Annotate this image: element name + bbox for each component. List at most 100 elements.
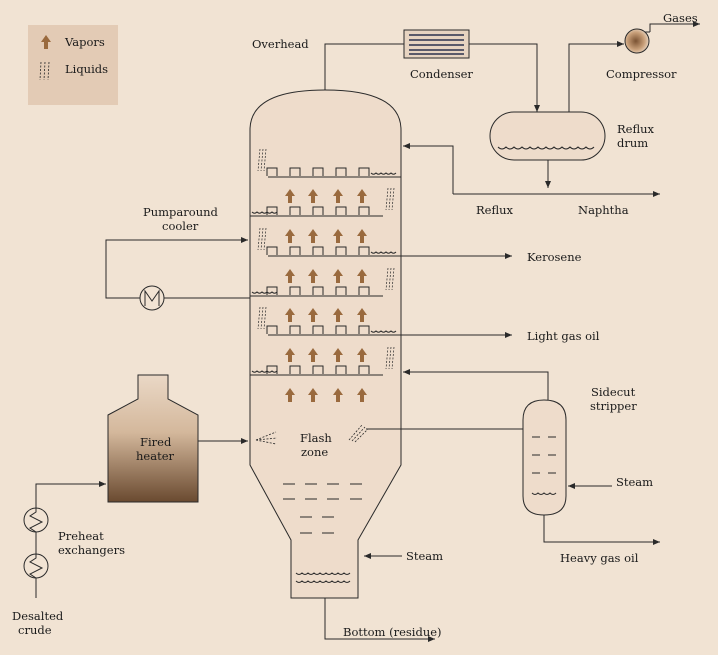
liquid-drip <box>260 148 264 172</box>
stripper-internals <box>531 436 557 495</box>
bubble-cap <box>266 246 278 255</box>
liquid-drip <box>385 187 389 211</box>
reflux-label: Reflux <box>476 203 514 217</box>
tray-liquid <box>370 330 397 333</box>
liquid-drip <box>257 306 261 330</box>
legend-vapors-label: Vapors <box>64 35 105 49</box>
gases-line <box>649 21 700 32</box>
reflux-drum <box>489 111 606 161</box>
bubble-cap <box>289 325 301 334</box>
desalted-label-1: Desalted <box>12 609 64 623</box>
column-steam-label: Steam <box>406 549 443 563</box>
flash-zone-liquid <box>283 483 362 534</box>
tray-liquid <box>370 172 397 175</box>
bubble-cap <box>266 286 278 295</box>
liquid-drip-icon <box>39 61 50 81</box>
liquid-drip <box>391 187 395 211</box>
preheat-exchangers <box>23 507 49 579</box>
bubble-cap <box>312 286 324 295</box>
bubble-cap <box>335 325 347 334</box>
fired-heater-label-1: Fired <box>140 435 172 449</box>
liquid-drip <box>391 346 395 370</box>
bubble-cap <box>335 286 347 295</box>
bubble-cap <box>335 246 347 255</box>
legend-liquids-label: Liquids <box>65 62 108 76</box>
liquid-drip <box>385 267 389 291</box>
bubble-cap <box>266 206 278 215</box>
bubble-cap <box>312 167 324 176</box>
pumparound-return-line <box>105 237 248 299</box>
sidecut-stripper <box>522 399 567 516</box>
bubble-cap <box>312 246 324 255</box>
legend-box <box>28 25 118 105</box>
bubble-cap <box>289 286 301 295</box>
compressor <box>624 28 650 54</box>
tray-liquid <box>251 370 278 373</box>
naphtha-label: Naphtha <box>578 203 629 217</box>
condenser <box>403 29 470 59</box>
distillation-column <box>249 89 402 599</box>
flash-zone-label-1: Flash <box>300 431 332 445</box>
compressor-label: Compressor <box>606 67 677 81</box>
pumparound-label-1: Pumparound <box>143 205 219 219</box>
stripper-vapor-return-line <box>403 369 549 400</box>
bubble-cap <box>289 365 301 374</box>
bubble-cap <box>335 206 347 215</box>
reflux-drum-label-1: Reflux <box>617 122 655 136</box>
bottom-label: Bottom (residue) <box>343 625 442 639</box>
tray-liquid <box>370 251 397 254</box>
sidecut-label-2: stripper <box>590 399 637 413</box>
liquid-drip <box>391 267 395 291</box>
fired-heater-label-2: heater <box>136 449 174 463</box>
heavy-gas-oil-line <box>543 515 660 545</box>
liquid-drip <box>385 346 389 370</box>
liquid-drip <box>388 267 392 291</box>
column-trays <box>250 148 401 402</box>
bubble-cap <box>358 206 370 215</box>
liquid-drip <box>257 148 261 172</box>
legend: Vapors Liquids <box>28 25 118 105</box>
bottom-liquid <box>295 572 351 583</box>
stripper-steam-label: Steam <box>616 475 653 489</box>
tray-liquid <box>251 291 278 294</box>
bubble-cap <box>358 365 370 374</box>
overhead-line <box>324 43 404 90</box>
bubble-cap <box>289 167 301 176</box>
condenser-outlet-line <box>469 43 540 112</box>
light-gas-oil-label: Light gas oil <box>527 329 600 343</box>
bubble-cap <box>312 325 324 334</box>
kerosene-label: Kerosene <box>527 250 582 264</box>
flash-spray <box>255 424 369 445</box>
preheat-outlet-line <box>35 481 106 508</box>
liquid-drip <box>263 306 267 330</box>
bubble-cap <box>335 167 347 176</box>
fired-heater <box>107 374 199 503</box>
reflux-line <box>403 143 454 194</box>
liquid-drip <box>260 227 264 251</box>
liquid-drip <box>260 306 264 330</box>
bubble-cap <box>358 167 370 176</box>
preheat-label-2: exchangers <box>58 543 125 557</box>
bubble-cap <box>335 365 347 374</box>
liquid-drip <box>388 346 392 370</box>
bubble-cap <box>289 246 301 255</box>
gas-line <box>568 41 624 112</box>
liquid-drip <box>257 227 261 251</box>
reflux-drum-label-2: drum <box>617 136 648 150</box>
bubble-cap <box>358 246 370 255</box>
bubble-cap <box>289 206 301 215</box>
bubble-cap <box>266 167 278 176</box>
liquid-drip <box>263 148 267 172</box>
bubble-cap <box>358 325 370 334</box>
bubble-cap <box>312 365 324 374</box>
bottoms-line <box>324 598 435 642</box>
sidecut-label-1: Sidecut <box>591 385 636 399</box>
desalted-label-2: crude <box>18 623 52 637</box>
liquid-drip <box>388 187 392 211</box>
heavy-gas-oil-label: Heavy gas oil <box>560 551 639 565</box>
bubble-cap <box>358 286 370 295</box>
bubble-cap <box>312 206 324 215</box>
gases-label: Gases <box>663 11 698 25</box>
bubble-cap <box>266 325 278 334</box>
